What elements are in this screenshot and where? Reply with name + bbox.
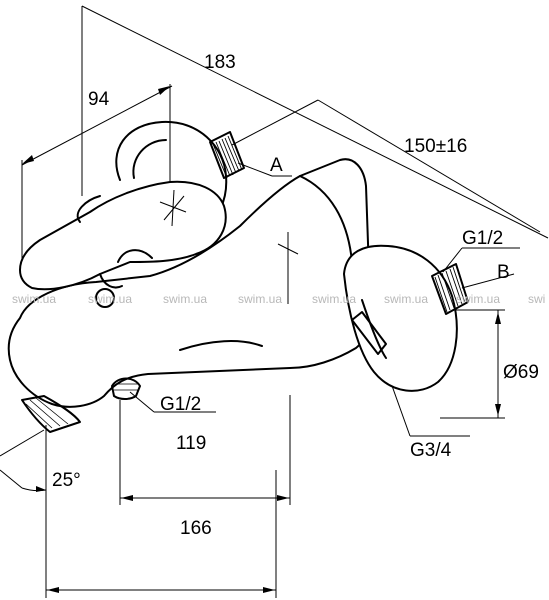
dimension-150: 150±16 [404, 136, 467, 157]
dimension-arrows [22, 86, 501, 593]
label-b: B [497, 262, 510, 283]
label-g34: G3/4 [410, 440, 452, 461]
watermark-text: swim.ua [384, 292, 428, 306]
watermark-text: swim.ua [163, 292, 207, 306]
dimension-166: 166 [180, 518, 212, 539]
watermark-text: swim.ua [238, 292, 282, 306]
dimension-183: 183 [204, 52, 236, 73]
watermark-text: swi [528, 292, 545, 306]
watermark-text: swim.ua [88, 292, 132, 306]
dimension-119: 119 [176, 433, 206, 454]
label-g12-bottom: G1/2 [160, 394, 201, 415]
faucet-body [7, 120, 469, 433]
label-a: A [270, 155, 283, 176]
watermark-row: swim.ua swim.ua swim.ua swim.ua swim.ua … [12, 292, 545, 306]
dimension-94: 94 [88, 89, 110, 110]
dimension-labels: 183 94 150±16 A G1/2 B Ø69 G1/2 G3/4 119… [52, 52, 539, 539]
watermark-text: swim.ua [312, 292, 356, 306]
watermark-text: swim.ua [456, 292, 500, 306]
watermark-text: swim.ua [12, 292, 56, 306]
dimension-lines [0, 5, 549, 598]
label-g12-top: G1/2 [462, 228, 503, 249]
dimension-angle: 25° [52, 470, 81, 491]
dimension-69: Ø69 [503, 362, 539, 383]
